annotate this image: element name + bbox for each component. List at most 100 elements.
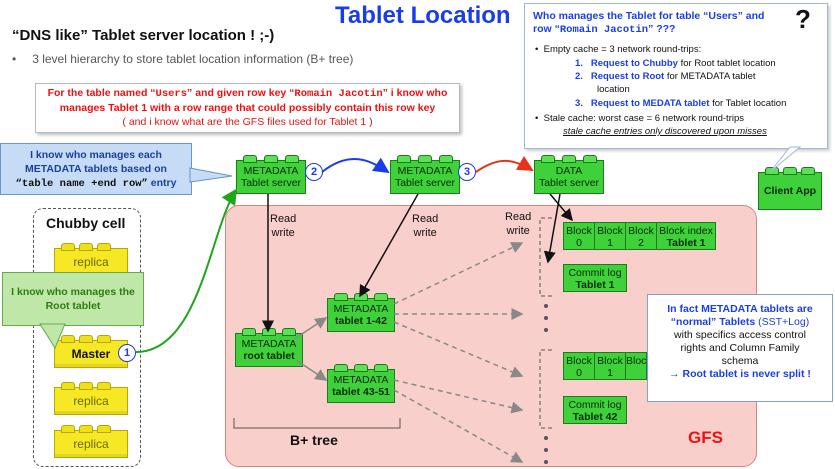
read-label: Read [412, 213, 439, 225]
q-req2: 2. Request to Root for METADATA tablet [575, 71, 756, 83]
stud [61, 382, 75, 390]
arrow-master-to-meta [135, 188, 238, 353]
arrow-root-to-1-42 [295, 317, 328, 339]
block-label: Block [566, 225, 592, 237]
metadata-server-2: METADATA Tablet server [390, 155, 460, 194]
info-line2: “normal” Tablets (SST+Log) [648, 316, 832, 329]
red-note-line2: manages Tablet 1 with a row range that c… [59, 102, 436, 114]
q-req1-bold: Request to Chubby [590, 58, 678, 69]
blue-callout-entry-suffix: entry [147, 177, 177, 189]
step-3-badge: 3 [458, 163, 476, 181]
server-label-2: Tablet server [538, 177, 600, 189]
q-req2-text: for METADATA tablet [664, 71, 756, 82]
question-heading-line2: row “Romain Jacotin” ??? [533, 23, 819, 37]
red-note-line3: ( and i know what are the GFS files used… [122, 116, 373, 128]
stud [97, 243, 111, 251]
chubby-label: Chubby cell [46, 215, 126, 231]
info-line5: schema [721, 355, 759, 367]
replica-block: replica [54, 425, 128, 458]
master-label: Master [71, 347, 111, 361]
replica-label: replica [73, 437, 109, 451]
stud [354, 364, 368, 372]
info-line3: with specifics access control [674, 329, 806, 341]
info-sst-log: (SST+Log) [755, 316, 810, 328]
step-1-badge: 1 [118, 344, 136, 362]
replica-label: replica [73, 394, 109, 408]
dashed-arrow [393, 242, 524, 305]
stud [583, 155, 597, 163]
q-req3-text: for Tablet location [709, 98, 787, 109]
server-label-1: METADATA [243, 165, 299, 177]
page-title: Tablet Location [335, 2, 511, 29]
bullet-dot: • [12, 52, 17, 66]
data-server: DATA Tablet server [534, 155, 604, 194]
bullet-text: • 3 level hierarchy to store tablet locat… [12, 52, 353, 66]
tablet-label-2: tablet 1-42 [335, 315, 387, 327]
stud [334, 293, 348, 301]
q-req2-num: 2. [575, 71, 583, 82]
dashed-arrow [393, 379, 524, 414]
ellipsis-dot [544, 328, 548, 332]
stud [243, 155, 257, 163]
question-pointer [769, 146, 802, 173]
question-heading-line1: Who manages the Tablet for table “Users”… [533, 10, 765, 22]
red-note-l1c: ” i know who [382, 87, 448, 99]
stud [97, 335, 111, 343]
btree-bracket [233, 418, 401, 429]
stud [374, 364, 388, 372]
stud [541, 155, 555, 163]
server-label-2: Tablet server [240, 177, 302, 189]
block-index-label: Block index [659, 225, 713, 237]
question-box: Who manages the Tablet for table “Users”… [524, 3, 828, 149]
tablet-label-1: METADATA [241, 338, 297, 350]
arrow-meta2-to-data [475, 156, 534, 173]
block-label: Block [628, 225, 654, 237]
q-empty: Empty cache = 3 network round-trips: [543, 44, 702, 55]
q-req1-num: 1. [575, 58, 583, 69]
ellipsis-dot [544, 316, 548, 320]
red-note-key: Romain Jacotin [294, 88, 383, 100]
arrow-root-to-43-51 [295, 359, 328, 381]
green-callout-line1: I know who manages the [11, 286, 135, 298]
dashed-arrow [393, 389, 524, 463]
ellipsis-dot [544, 304, 548, 308]
red-note-table: Users [155, 88, 188, 100]
tablet1-bracket [539, 217, 552, 297]
q-stale: Stale cache: worst case = 6 network roun… [543, 113, 744, 124]
metadata-tablet-1-42: METADATA tablet 1-42 [327, 293, 395, 332]
arrow-to-block [549, 193, 573, 222]
stud [334, 364, 348, 372]
server-label-2: Tablet server [394, 177, 456, 189]
stud [282, 328, 296, 336]
stud [285, 155, 299, 163]
block-number: 2 [638, 237, 644, 249]
red-note-l1b: ” and given row key “ [187, 87, 295, 99]
block-label: Block [597, 225, 623, 237]
replica-block: replica [54, 382, 128, 415]
ellipsis-dot [544, 436, 548, 440]
bullet-label: 3 level hierarchy to store tablet locati… [32, 52, 354, 66]
q-req2-bold: Request to Root [590, 71, 665, 82]
blue-callout-line3: “table name +end row” entry [1, 176, 191, 191]
block-number: 0 [576, 237, 582, 249]
green-callout: I know who manages the Root tablet [2, 272, 144, 326]
stud [439, 155, 453, 163]
commit-log-tablet: Tablet 42 [572, 411, 618, 423]
tablet42-bracket [539, 349, 552, 429]
tablet-label-1: METADATA [333, 374, 389, 386]
block-label: Block [597, 355, 623, 367]
q-req1-text: for Root tablet location [677, 58, 776, 69]
block-label: Block [626, 355, 652, 367]
stud [374, 293, 388, 301]
q-row-key: Romain Jacotin [559, 24, 649, 36]
tablet-label-2: tablet 43-51 [332, 386, 390, 398]
commit-log-label: Commit log [568, 399, 622, 411]
q-req3-num: 3. [575, 98, 583, 109]
q-req1: 1. Request to Chubby for Root tablet loc… [575, 58, 776, 70]
q-stale2: stale cache entries only discovered upon… [563, 126, 767, 137]
info-box: In fact METADATA tablets are “normal” Ta… [647, 294, 833, 402]
